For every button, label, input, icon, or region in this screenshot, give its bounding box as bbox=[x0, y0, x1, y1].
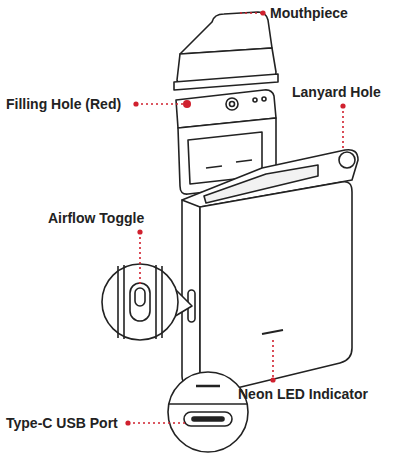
usb-tongue bbox=[192, 417, 224, 421]
device-side bbox=[182, 200, 200, 392]
leader-line bbox=[128, 422, 186, 424]
mouthpiece-top bbox=[180, 12, 272, 54]
filling-hole bbox=[183, 100, 191, 108]
leader-line bbox=[342, 106, 344, 150]
leader-line bbox=[139, 232, 141, 284]
toggle-knob bbox=[135, 288, 145, 306]
pod-slot bbox=[236, 160, 252, 162]
leader-dot bbox=[137, 229, 142, 234]
device-edge bbox=[160, 403, 260, 405]
part-label: Lanyard Hole bbox=[292, 84, 381, 100]
part-label: Airflow Toggle bbox=[48, 210, 144, 226]
mouthpiece-base bbox=[174, 74, 278, 90]
part-label: Mouthpiece bbox=[270, 5, 348, 21]
center-hole bbox=[226, 98, 238, 110]
leader-dot bbox=[125, 420, 130, 425]
pod-pin bbox=[253, 98, 257, 102]
pod-slot bbox=[206, 166, 222, 168]
toggle-slot bbox=[130, 283, 150, 321]
groove-line bbox=[161, 266, 163, 338]
leader-dot bbox=[270, 377, 275, 382]
leader-dot bbox=[260, 10, 265, 15]
groove-line bbox=[155, 265, 157, 339]
led-indicator bbox=[196, 385, 220, 387]
pod-pin bbox=[262, 97, 266, 101]
leader-line bbox=[136, 103, 183, 105]
leader-line bbox=[272, 340, 274, 380]
part-label: Filling Hole (Red) bbox=[6, 96, 121, 112]
groove-line bbox=[123, 265, 125, 339]
lanyard-hole bbox=[339, 152, 355, 168]
device-front bbox=[200, 182, 352, 395]
leader-dot bbox=[133, 101, 138, 106]
airflow-magnifier bbox=[102, 264, 178, 340]
center-hole-inner bbox=[230, 102, 235, 107]
part-label: Type-C USB Port bbox=[6, 415, 118, 431]
usb-port bbox=[184, 412, 232, 426]
groove-line bbox=[117, 266, 119, 338]
usb-magnifier bbox=[168, 372, 248, 452]
led-indicator bbox=[262, 330, 283, 334]
part-label: Neon LED Indicator bbox=[238, 386, 368, 402]
leader-line bbox=[240, 12, 263, 14]
leader-dot bbox=[340, 103, 345, 108]
